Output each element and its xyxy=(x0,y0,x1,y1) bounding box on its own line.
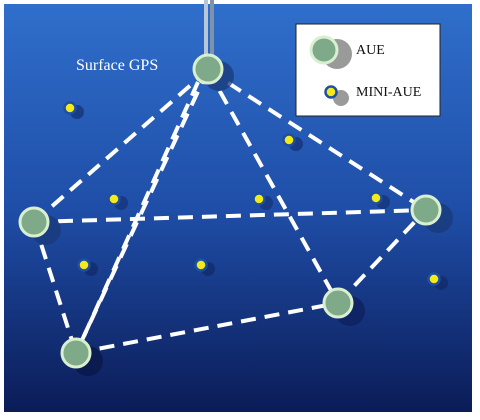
aue-node-right xyxy=(410,194,453,233)
link-bottomright-right xyxy=(336,208,428,305)
aue-node-bottom-left xyxy=(60,337,103,376)
legend-aue-icon xyxy=(309,35,352,69)
aue-node-surface-gps xyxy=(192,53,234,91)
surface-gps-mast xyxy=(204,0,214,62)
aue-node-bottom-right xyxy=(322,287,365,326)
mini-aue-nodes xyxy=(63,101,448,290)
mini-aue-node xyxy=(194,258,215,276)
legend: AUE MINI-AUE xyxy=(295,23,441,117)
link-gps-bottomright xyxy=(206,69,340,304)
link-gps-left xyxy=(32,68,210,224)
link-left-right xyxy=(33,208,427,224)
surface-gps-label: Surface GPS xyxy=(76,57,158,74)
mini-aue-node xyxy=(369,191,390,209)
aue-nodes xyxy=(18,53,453,376)
mini-aue-node xyxy=(63,101,84,119)
network-links xyxy=(32,68,428,355)
legend-mini-aue-label: MINI-AUE xyxy=(356,85,421,100)
link-gps-right xyxy=(206,68,428,212)
mini-aue-node xyxy=(282,133,303,151)
mini-aue-node xyxy=(427,272,448,290)
aue-node-left xyxy=(18,206,61,245)
mini-aue-node xyxy=(77,258,98,276)
legend-aue-label: AUE xyxy=(356,43,385,58)
link-gps-bottomleft xyxy=(74,69,210,354)
mini-aue-node xyxy=(107,192,128,210)
mini-aue-node xyxy=(252,192,273,210)
link-bottomleft-bottomright xyxy=(75,301,339,355)
legend-mini-aue-icon xyxy=(324,85,349,106)
